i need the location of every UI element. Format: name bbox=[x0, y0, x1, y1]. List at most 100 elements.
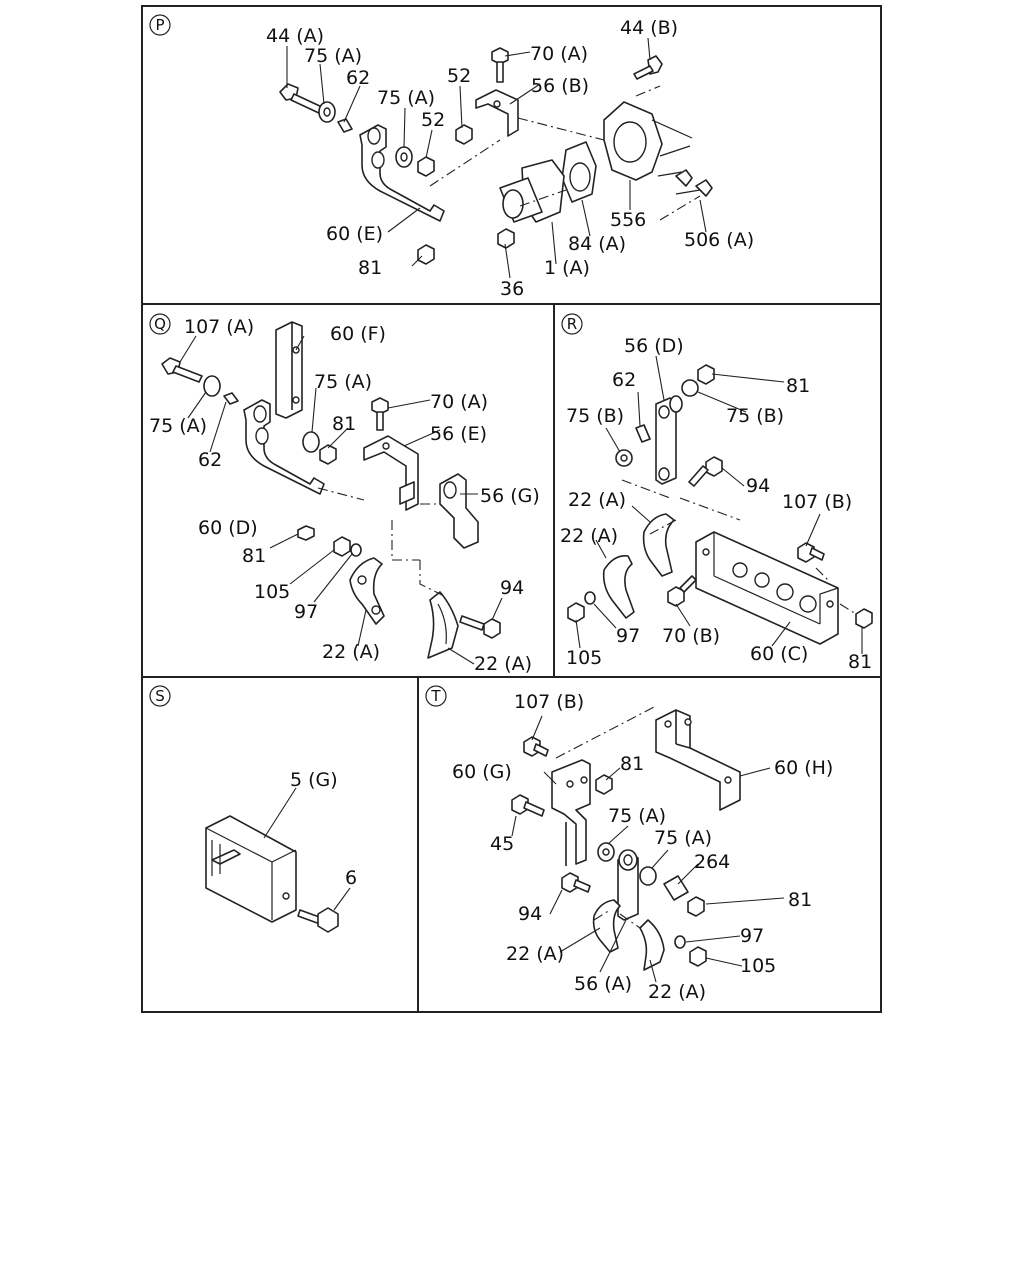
nut-81-t1 bbox=[595, 774, 613, 795]
clamp-22a-q1 bbox=[349, 557, 385, 625]
washer-97-q bbox=[350, 543, 362, 557]
label-r-97: 97 bbox=[616, 625, 640, 647]
label-r-75b-1: 75 (B) bbox=[566, 405, 624, 427]
label-p-44b: 44 (B) bbox=[620, 17, 678, 39]
panel-r: R bbox=[560, 313, 873, 673]
bolt-70a-q bbox=[371, 397, 389, 431]
bolt-45 bbox=[511, 794, 545, 817]
nut-105-r bbox=[567, 602, 585, 623]
label-q-60f: 60 (F) bbox=[330, 323, 386, 345]
label-q-56e: 56 (E) bbox=[430, 423, 487, 445]
label-p-75a-1: 75 (A) bbox=[304, 45, 362, 67]
label-t-60g: 60 (G) bbox=[452, 761, 512, 783]
nut-81-q2 bbox=[297, 525, 315, 541]
label-t-22a-2: 22 (A) bbox=[648, 981, 706, 1003]
pin-62-r bbox=[635, 424, 651, 443]
label-t-75a-1: 75 (A) bbox=[608, 805, 666, 827]
panel-r-letter: R bbox=[567, 315, 577, 333]
label-r-22a-2: 22 (A) bbox=[560, 525, 618, 547]
plate-60c bbox=[695, 531, 839, 645]
label-p-81: 81 bbox=[358, 257, 382, 279]
label-q-75a-2: 75 (A) bbox=[149, 415, 207, 437]
label-r-105: 105 bbox=[566, 647, 602, 669]
label-q-94: 94 bbox=[500, 577, 524, 599]
label-r-22a-1: 22 (A) bbox=[568, 489, 626, 511]
label-r-75b-2: 75 (B) bbox=[726, 405, 784, 427]
label-p-56b: 56 (B) bbox=[531, 75, 589, 97]
label-p-44a: 44 (A) bbox=[266, 25, 324, 47]
washer-75a-q1 bbox=[203, 375, 221, 397]
label-r-81-2: 81 bbox=[848, 651, 872, 673]
label-t-107b: 107 (B) bbox=[514, 691, 584, 713]
nut-36 bbox=[497, 228, 515, 249]
label-r-107b: 107 (B) bbox=[782, 491, 852, 513]
panel-p-marker: P bbox=[149, 14, 171, 36]
label-p-1a: 1 (A) bbox=[544, 257, 590, 279]
nut-105-q bbox=[333, 536, 351, 557]
bolts-506a bbox=[657, 169, 713, 197]
label-q-60d: 60 (D) bbox=[198, 517, 258, 539]
label-t-81-1: 81 bbox=[620, 753, 644, 775]
label-t-94: 94 bbox=[518, 903, 542, 925]
clamp-22a-q2 bbox=[427, 591, 459, 659]
pipe-1a bbox=[499, 159, 565, 223]
label-q-81-1: 81 bbox=[332, 413, 356, 435]
bolt-107a bbox=[161, 357, 203, 383]
clamp-22a-r1 bbox=[642, 513, 675, 577]
nut-81-r2 bbox=[855, 608, 873, 629]
label-s-5g: 5 (G) bbox=[290, 769, 338, 791]
link-56d bbox=[655, 397, 677, 485]
label-r-70b: 70 (B) bbox=[662, 625, 720, 647]
label-q-81-2: 81 bbox=[242, 545, 266, 567]
panel-s-letter: S bbox=[155, 687, 165, 705]
label-r-94: 94 bbox=[746, 475, 770, 497]
label-q-107a: 107 (A) bbox=[184, 316, 254, 338]
label-r-62: 62 bbox=[612, 369, 636, 391]
panel-t: T bbox=[425, 685, 833, 1003]
label-q-70a: 70 (A) bbox=[430, 391, 488, 413]
label-t-105: 105 bbox=[740, 955, 776, 977]
washer-75a-q2 bbox=[302, 431, 320, 453]
bracket-56b bbox=[475, 89, 519, 137]
nut-81-p bbox=[417, 244, 435, 265]
label-t-45: 45 bbox=[490, 833, 514, 855]
nut-81-t2 bbox=[687, 896, 705, 917]
bolt-6 bbox=[297, 907, 339, 933]
bolt-107b-t bbox=[523, 736, 549, 757]
label-q-22a-2: 22 (A) bbox=[474, 653, 532, 675]
label-t-264: 264 bbox=[694, 851, 730, 873]
label-r-60c: 60 (C) bbox=[750, 643, 808, 665]
nut-52a bbox=[417, 156, 435, 177]
label-q-105: 105 bbox=[254, 581, 290, 603]
label-t-97: 97 bbox=[740, 925, 764, 947]
panel-t-letter: T bbox=[430, 687, 441, 705]
label-p-60e: 60 (E) bbox=[326, 223, 383, 245]
label-r-56d: 56 (D) bbox=[624, 335, 684, 357]
panel-t-marker: T bbox=[425, 685, 447, 707]
label-p-52a: 52 bbox=[447, 65, 471, 87]
bracket-60d bbox=[243, 399, 325, 495]
nut-81-q1 bbox=[319, 444, 337, 465]
bracket-60h bbox=[655, 709, 741, 811]
clamp-22a-r2 bbox=[602, 554, 635, 619]
label-p-70a: 70 (A) bbox=[530, 43, 588, 65]
bolt-44a bbox=[279, 83, 325, 115]
bracket-56e bbox=[363, 435, 419, 511]
label-p-36: 36 bbox=[500, 278, 524, 300]
washer-75a-t2 bbox=[639, 866, 657, 886]
bracket-60f bbox=[275, 321, 303, 419]
label-q-56g: 56 (G) bbox=[480, 485, 540, 507]
nut-52b bbox=[455, 124, 473, 145]
label-p-84a: 84 (A) bbox=[568, 233, 626, 255]
label-t-60h: 60 (H) bbox=[774, 757, 833, 779]
washer-97-t bbox=[674, 935, 686, 949]
nut-81-r1 bbox=[697, 364, 715, 385]
label-q-62: 62 bbox=[198, 449, 222, 471]
panel-q: Q bbox=[149, 313, 540, 675]
panel-s-marker: S bbox=[149, 685, 171, 707]
panel-p: P bbox=[149, 14, 754, 300]
label-q-22a-1: 22 (A) bbox=[322, 641, 380, 663]
bolt-70b-r bbox=[667, 575, 697, 607]
panel-r-marker: R bbox=[561, 313, 583, 335]
